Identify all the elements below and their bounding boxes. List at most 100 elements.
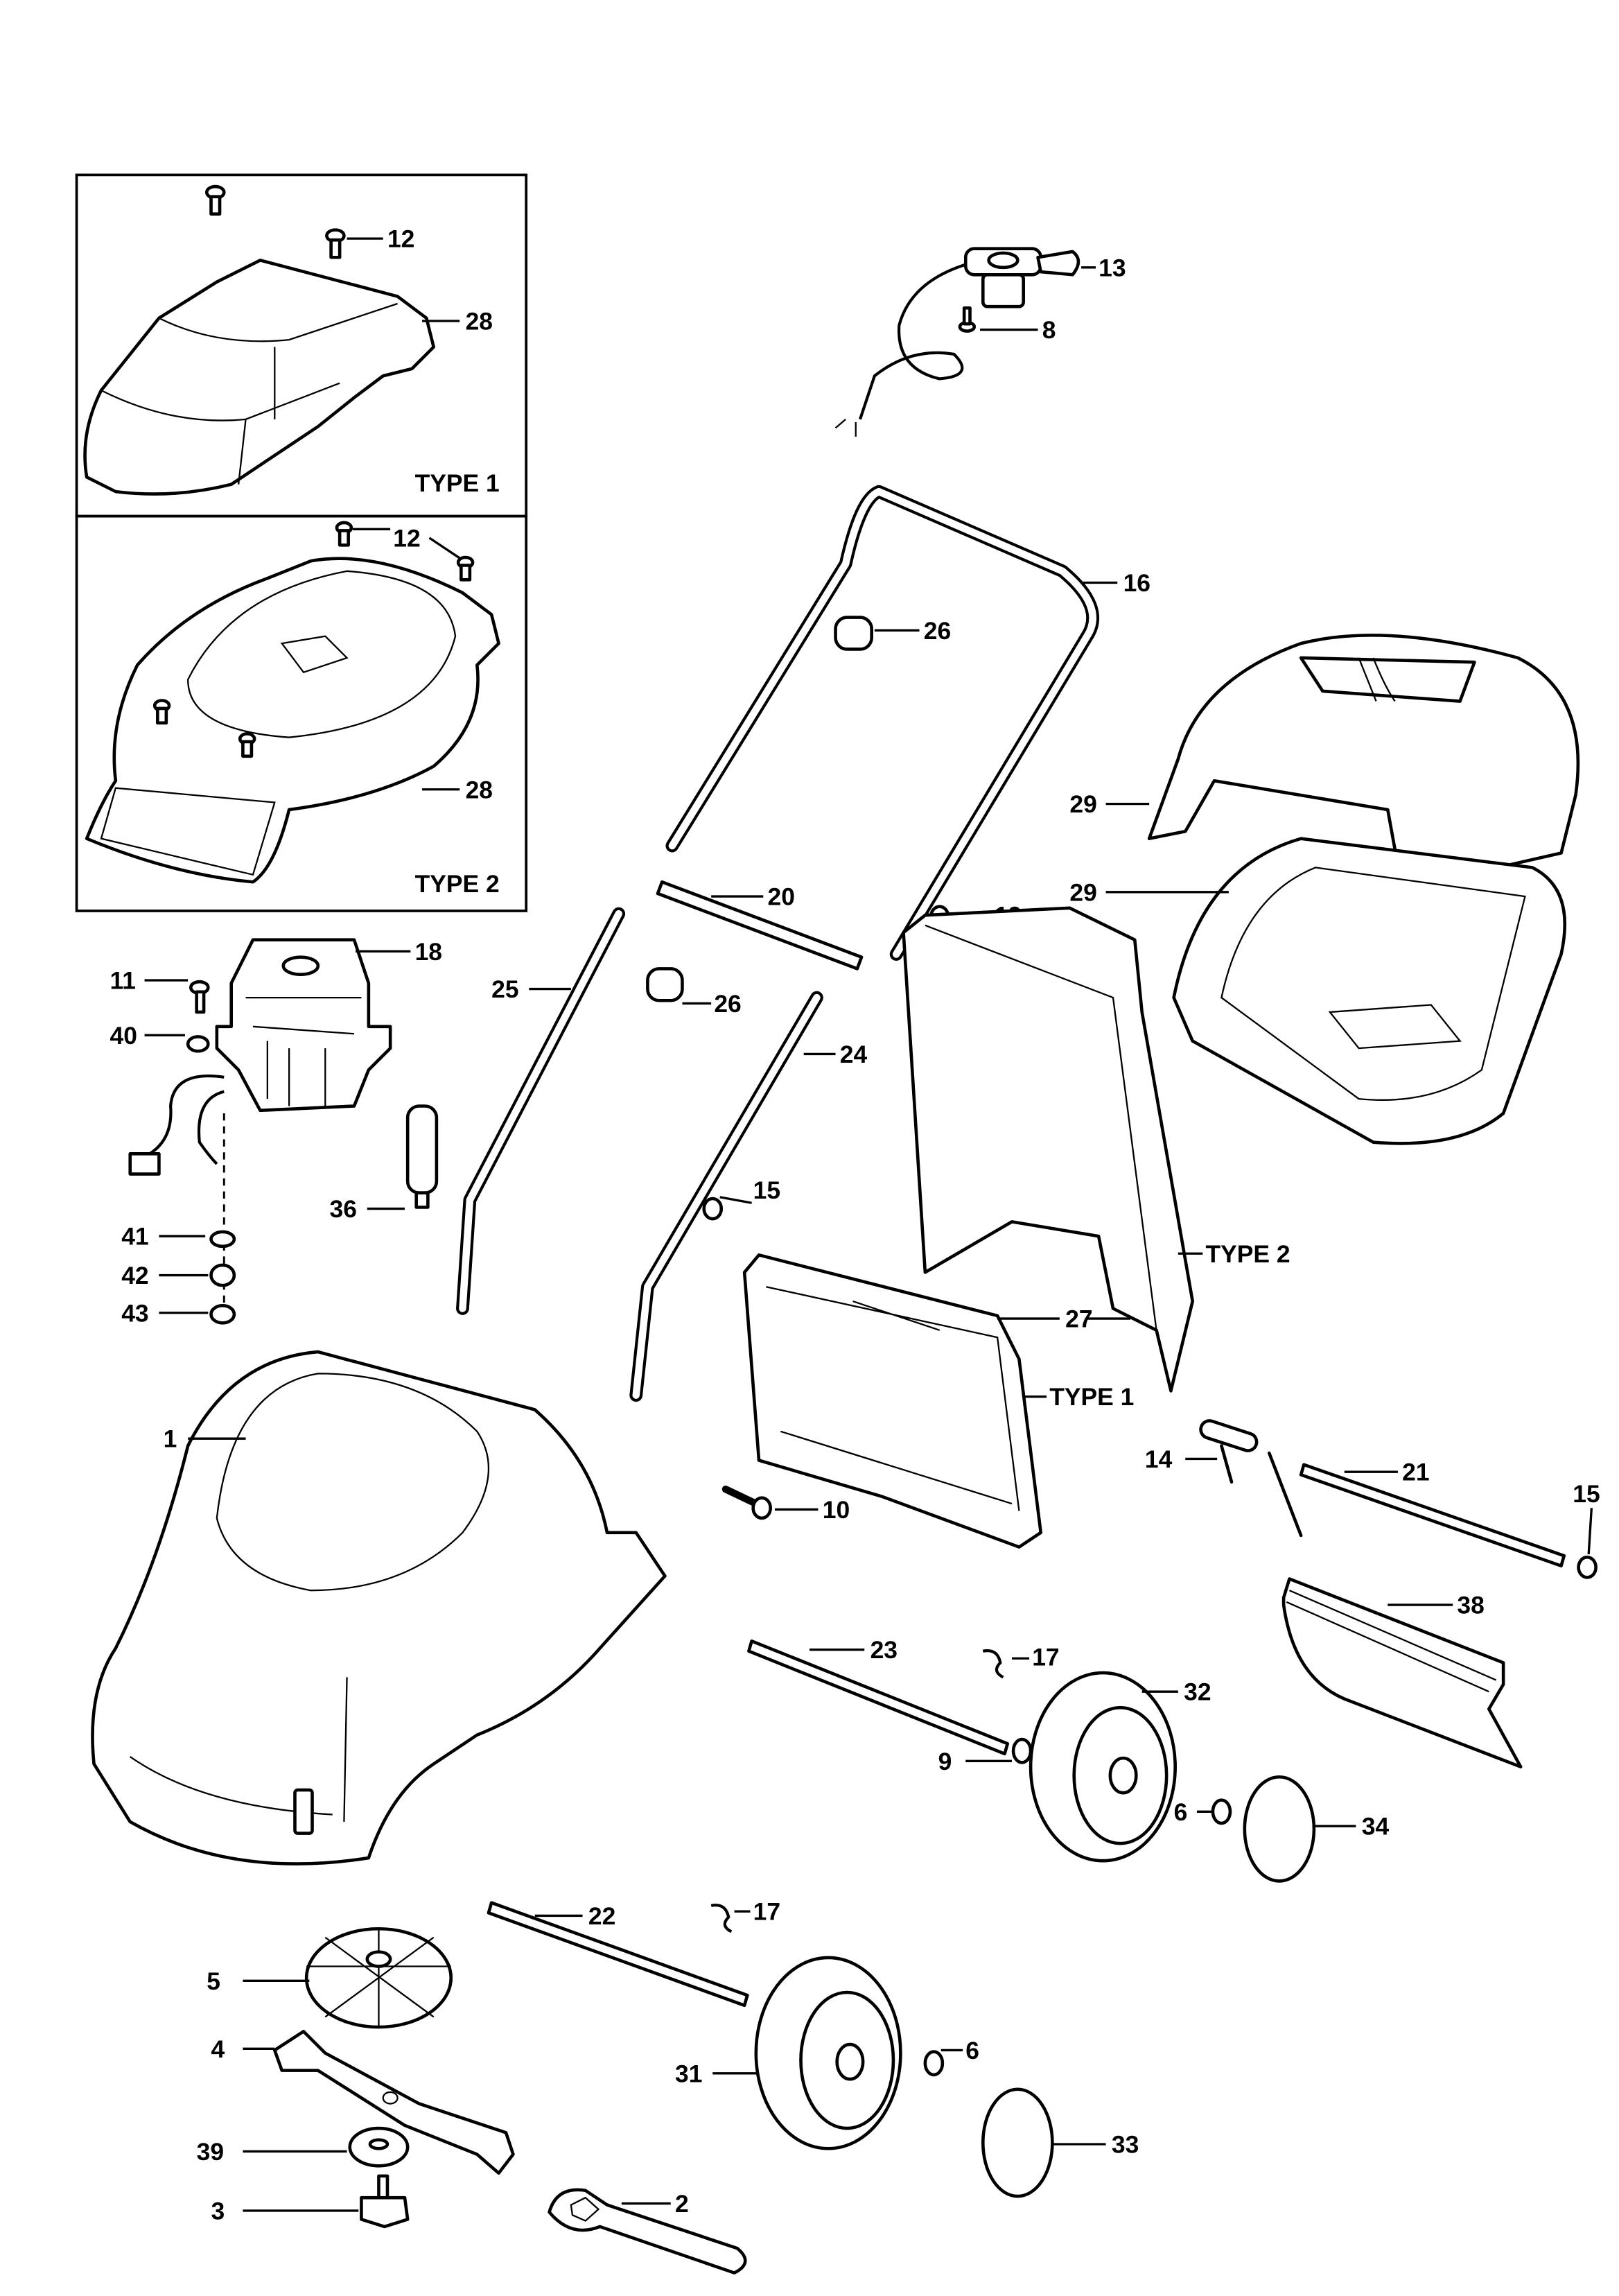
spring-17-lower: 17 [710,1898,780,1933]
variant-label-type1-flap: TYPE 1 [1049,1383,1134,1411]
callout-28: 28 [466,308,493,336]
upper-handle: 16 [665,485,1150,961]
callout-26: 26 [714,990,741,1018]
screw-12-c [152,699,171,725]
callout-9: 9 [938,1748,952,1775]
callout-33: 33 [1112,2131,1139,2159]
callout-31: 31 [675,2060,702,2087]
nut-42: 42 [121,1262,236,1289]
callout-36: 36 [330,1195,357,1223]
deck: 1 [91,1350,667,1866]
screw-12 [325,228,346,259]
lower-handle-right: 24 [629,991,868,1402]
washer-9: 9 [938,1737,1033,1775]
capacitor-36: 36 [330,1104,439,1223]
callout-42: 42 [121,1262,148,1289]
callout-18: 18 [415,938,442,966]
callout-10: 10 [823,1496,850,1524]
torsion-spring-14: 14 [1145,1419,1303,1538]
callout-6: 6 [1174,1798,1188,1826]
blade-4: 4 [211,2030,515,2175]
screw-8 [958,306,977,333]
callout-20: 20 [768,883,795,911]
callout-14: 14 [1145,1445,1173,1473]
callout-3: 3 [211,2197,225,2225]
rod-21: 21 [1299,1459,1566,1568]
callout-25: 25 [491,975,518,1003]
motor: 18 [128,938,442,1316]
inset-type1: 12 28 TYPE 1 [75,173,528,518]
callout-15: 15 [1573,1480,1600,1508]
washer-6-upper: 6 [1174,1798,1232,1826]
spanner-2: 2 [548,2188,747,2275]
callout-34: 34 [1362,1813,1390,1841]
washer-6-lower: 6 [923,2037,979,2077]
callout-29: 29 [1069,790,1096,818]
spring-17-upper: 17 [982,1644,1060,1679]
washer-40: 40 [110,1022,210,1053]
screw-12-d [238,732,256,758]
callout-6: 6 [965,2037,979,2064]
bolt-3: 3 [211,2174,410,2229]
callout-39: 39 [197,2138,224,2166]
switch-box: 13 8 [834,247,1126,437]
callout-43: 43 [121,1299,148,1327]
inset-type2: 12 28 TYPE 2 [75,514,528,912]
hub-cap-33: 33 [981,2087,1139,2198]
screw-11: 11 [110,967,210,1014]
callout-22: 22 [588,1902,615,1930]
motor-cover-type2 [85,557,500,884]
wheel-31: 31 [675,1956,902,2150]
cap-15-left: 15 [702,1176,780,1221]
callout-23: 23 [870,1636,898,1664]
grass-box-lid: 29 [1069,634,1580,891]
rear-flap-type2: TYPE 2 [902,906,1290,1393]
callout-2: 2 [675,2190,689,2218]
variant-label-type2: TYPE 2 [415,870,500,898]
wheel-32: 32 [1029,1671,1211,1863]
washer-39: 39 [197,2126,410,2168]
axle-23: 23 [747,1636,1010,1756]
callout-27: 27 [1065,1305,1092,1333]
callout-40: 40 [110,1022,137,1050]
callout-1: 1 [164,1425,177,1453]
flap-38: 38 [1281,1577,1523,1768]
rear-flap-type1: 27 TYPE 1 [742,1253,1134,1549]
hub-cap-34: 34 [1243,1775,1390,1883]
grass-box-basket: 29 [1069,837,1567,1145]
callout-38: 38 [1457,1592,1484,1619]
callout-16: 16 [1123,569,1150,597]
callout-12: 12 [393,524,420,552]
callout-29: 29 [1069,878,1096,906]
fan-5: 5 [207,1927,453,2029]
cap-15-right: 15 [1573,1480,1600,1579]
bush-26-lower: 26 [646,967,742,1018]
axle-22: 22 [487,1901,749,2008]
callout-17: 17 [753,1898,780,1926]
bush-26-upper: 26 [834,616,951,651]
callout-17: 17 [1032,1644,1059,1671]
callout-21: 21 [1402,1459,1429,1486]
bolt-10: 10 [721,1485,850,1524]
washer-41: 41 [121,1223,236,1251]
callout-12: 12 [387,225,414,253]
lower-handle-left: 25 [456,907,626,1315]
callout-28: 28 [466,776,493,803]
handle-bar-20: 20 [656,880,864,971]
screw-12-a [335,521,353,547]
variant-label-type1: TYPE 1 [415,469,500,497]
callout-5: 5 [207,1967,220,1995]
callout-26: 26 [924,617,951,645]
callout-32: 32 [1184,1678,1211,1706]
callout-4: 4 [211,2035,225,2063]
callout-41: 41 [121,1223,148,1251]
motor-cover-type1 [83,259,436,496]
callout-13: 13 [1099,254,1126,281]
callout-8: 8 [1042,316,1056,344]
callout-11: 11 [110,967,136,995]
callout-15: 15 [753,1176,780,1204]
callout-24: 24 [840,1041,868,1068]
cap-43: 43 [121,1299,236,1327]
inset-frame-type2 [75,514,528,912]
